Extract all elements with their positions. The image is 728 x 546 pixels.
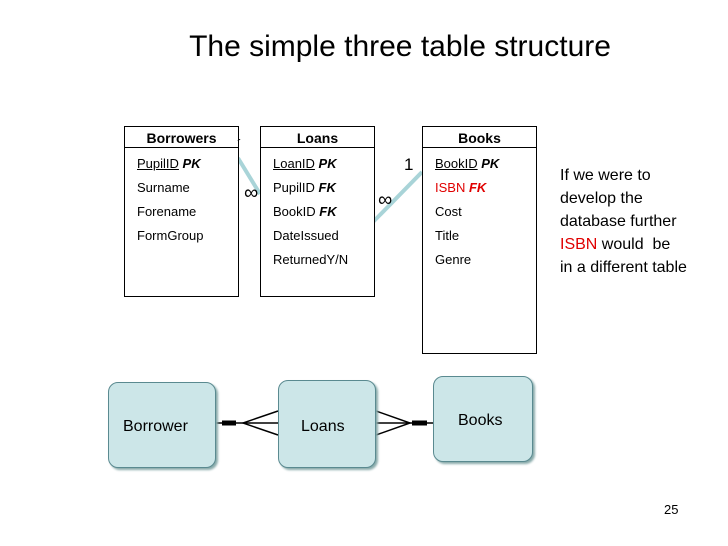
table-header: Borrowers [125, 127, 238, 148]
loans-entity: Loans [278, 380, 376, 468]
note-line-rest: would be [597, 236, 671, 253]
field-row: Cost [435, 202, 536, 226]
slide-title: The simple three table structure [189, 30, 611, 63]
field-name: PupilID [137, 156, 179, 171]
page-number: 25 [664, 502, 679, 517]
field-name: Surname [137, 180, 190, 195]
primary-key-tag: PK [182, 156, 201, 171]
field-row: ReturnedY/N [273, 250, 374, 274]
field-row: FormGroup [137, 226, 238, 250]
entity-label: Loans [301, 418, 345, 435]
field-row: LoanID PK [273, 154, 374, 178]
field-row: Surname [137, 178, 238, 202]
field-name: BookID [435, 156, 478, 171]
field-row: ISBN FK [435, 178, 536, 202]
loans-many-left-symbol: ∞ [244, 182, 259, 204]
borrower-entity: Borrower [108, 382, 216, 468]
field-row: DateIssued [273, 226, 374, 250]
note-line: ISBN would be [560, 233, 728, 256]
primary-key-tag: PK [481, 156, 500, 171]
note-line: If we were to [560, 167, 651, 184]
field-row: Genre [435, 250, 536, 274]
table-header: Books [423, 127, 536, 148]
borrowers-cardinality-mark: ´ [237, 136, 242, 152]
field-row: Forename [137, 202, 238, 226]
field-name: Title [435, 228, 460, 243]
field-row: PupilID FK [273, 178, 374, 202]
field-name: Cost [435, 204, 462, 219]
table-header: Loans [261, 127, 374, 148]
foreign-key-tag: FK [468, 180, 487, 195]
foreign-key-tag: FK [318, 180, 336, 195]
field-row: BookID PK [435, 154, 536, 178]
note-isbn-highlight: ISBN [560, 236, 598, 253]
note-line: develop the [560, 190, 643, 207]
field-name: BookID [273, 204, 316, 219]
field-name: LoanID [273, 156, 315, 171]
field-name: FormGroup [137, 228, 204, 243]
foreign-key-tag: FK [319, 204, 337, 219]
loans-crowfoot-left [240, 410, 279, 436]
design-note: If we were to develop the database furth… [560, 164, 728, 279]
note-line: database further [560, 213, 677, 230]
field-row: BookID FK [273, 202, 374, 226]
note-line: in a different table [560, 259, 687, 276]
borrowers-loans-connector [236, 156, 262, 196]
books-entity: Books [433, 376, 533, 462]
entity-label: Borrower [123, 418, 188, 435]
primary-key-tag: PK [318, 156, 337, 171]
field-name: Forename [137, 204, 197, 219]
field-name: DateIssued [273, 228, 339, 243]
field-name: ISBN [435, 180, 466, 195]
field-row: Title [435, 226, 536, 250]
books-loans-connector [371, 170, 424, 224]
field-name: PupilID [273, 180, 315, 195]
books-one-label: 1 [404, 155, 414, 174]
loans-crowfoot-right [375, 410, 413, 436]
field-name: Genre [435, 252, 472, 267]
field-name: ReturnedY/N [273, 252, 349, 267]
loans-many-right-symbol: ∞ [378, 189, 393, 211]
entity-label: Books [458, 412, 503, 429]
field-row: PupilID PK [137, 154, 238, 178]
